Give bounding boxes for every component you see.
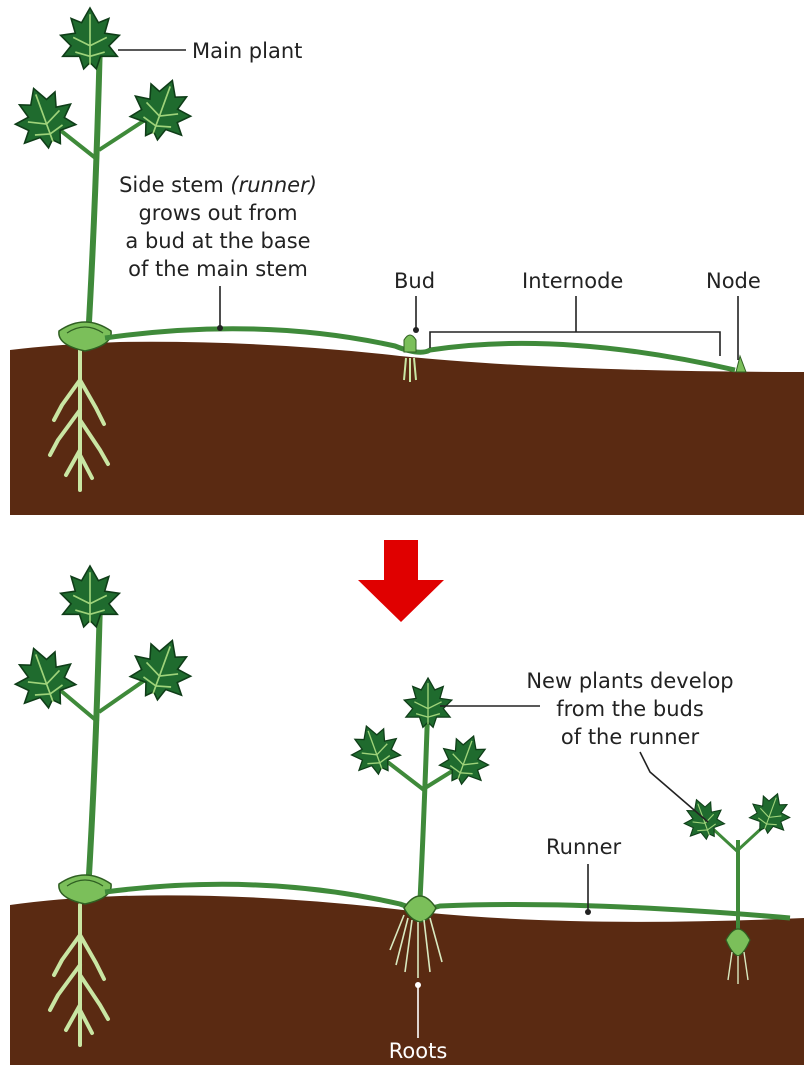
label-main-plant: Main plant [192,39,302,63]
top-panel: Main plant Side stem (runner) grows out … [6,8,804,515]
label-internode: Internode [522,269,623,293]
down-arrow [358,540,444,622]
label-side-stem-line3: a bud at the base [125,229,310,253]
label-bud: Bud [394,269,435,293]
label-side-stem-line2: grows out from [138,201,297,225]
label-side-stem-line4: of the main stem [128,257,308,281]
label-new-plants: New plants develop [526,669,733,693]
label-side-stem: Side stem (runner) [119,173,317,197]
label-new-plants-line2: from the buds [556,697,704,721]
label-runner: Runner [546,835,621,859]
label-node: Node [706,269,761,293]
soil-top [10,342,804,515]
bottom-panel: New plants develop from the buds of the … [6,566,804,1065]
label-roots: Roots [389,1039,448,1063]
label-new-plants-line3: of the runner [561,725,700,749]
